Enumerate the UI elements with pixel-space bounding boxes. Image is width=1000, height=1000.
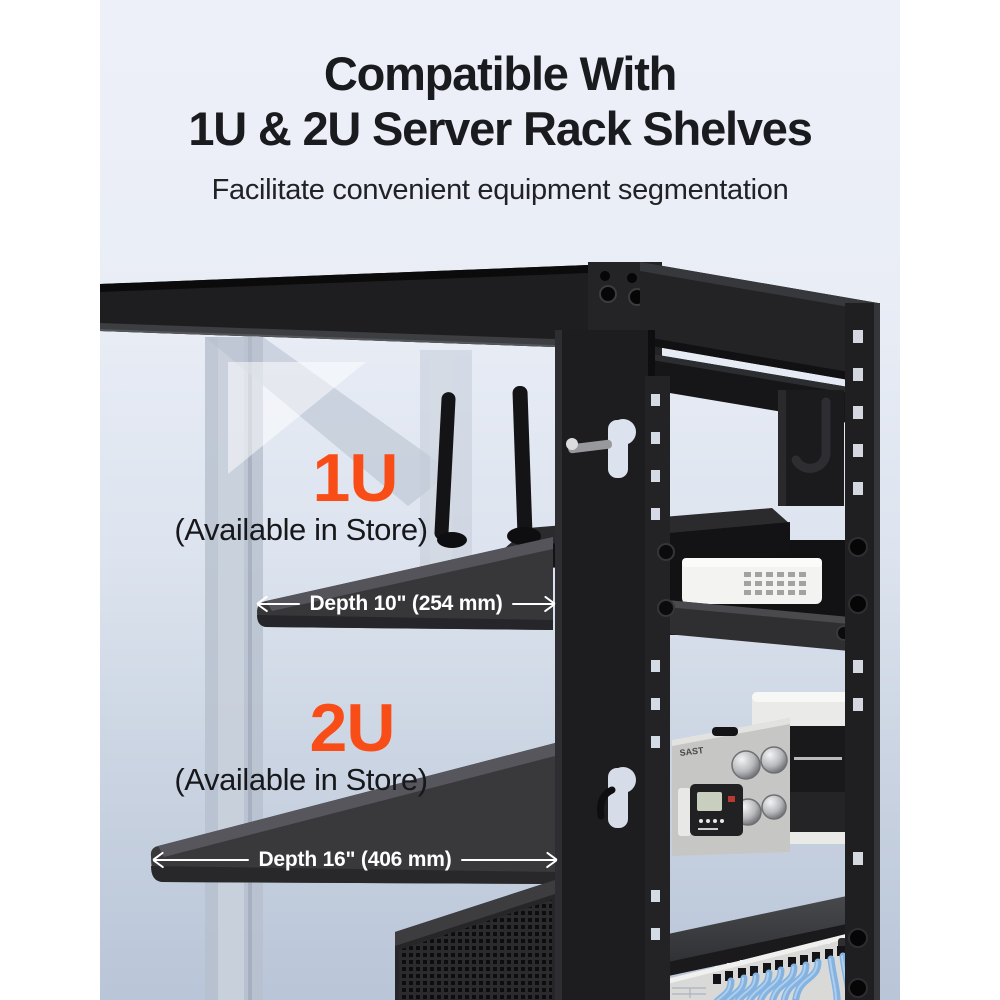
switch-ports bbox=[713, 946, 845, 984]
product-stage: SAST bbox=[100, 0, 900, 1000]
router-antenna-left bbox=[434, 392, 456, 540]
depth-text-1u: Depth 10" (254 mm) bbox=[309, 592, 503, 615]
depth-annotation-1u: Depth 10" (254 mm) bbox=[258, 588, 554, 620]
top-frame-right bbox=[640, 262, 878, 385]
mesh-server-device bbox=[395, 880, 555, 1000]
depth-annotation-2u: Depth 16" (406 mm) bbox=[154, 844, 556, 876]
arrow-right-icon bbox=[511, 602, 554, 606]
av-brand-label: SAST bbox=[679, 745, 705, 758]
ghost-rack bbox=[205, 337, 472, 1000]
shelf-1u bbox=[257, 537, 553, 630]
depth-text-2u: Depth 16" (406 mm) bbox=[258, 848, 452, 871]
right-rail bbox=[845, 303, 880, 1000]
knob bbox=[731, 746, 788, 826]
label-1u: 1U bbox=[312, 440, 399, 516]
shelf-2u bbox=[150, 743, 555, 884]
av-receiver-device: SAST bbox=[672, 692, 850, 856]
left-rail bbox=[645, 376, 675, 1000]
rack-illustration: SAST bbox=[100, 262, 880, 1000]
hanger-bracket bbox=[778, 390, 844, 506]
arrow-left-icon bbox=[258, 602, 301, 606]
white-modem-device bbox=[682, 558, 822, 604]
network-switch bbox=[655, 928, 870, 1000]
availability-note-1u: (Available in Store) bbox=[174, 512, 428, 547]
keyhole-slot bbox=[597, 767, 636, 828]
label-2u: 2U bbox=[309, 690, 396, 766]
arrow-left-icon bbox=[154, 858, 250, 862]
ethernet-cables bbox=[713, 952, 853, 1000]
router-antenna-right bbox=[512, 386, 533, 540]
lcd-timer-module bbox=[678, 784, 743, 836]
rack-hook bbox=[791, 397, 831, 473]
headline-line-2: 1U & 2U Server Rack Shelves bbox=[188, 102, 813, 155]
arrow-right-icon bbox=[460, 858, 556, 862]
keyhole-slot bbox=[566, 419, 636, 478]
subheadline: Facilitate convenient equipment segmenta… bbox=[211, 174, 789, 206]
left-letterbox bbox=[0, 0, 100, 1000]
availability-note-2u: (Available in Store) bbox=[174, 762, 428, 797]
top-beam bbox=[100, 263, 640, 350]
right-letterbox bbox=[900, 0, 1000, 1000]
headline-line-1: Compatible With bbox=[323, 47, 678, 100]
left-post bbox=[555, 330, 655, 1000]
